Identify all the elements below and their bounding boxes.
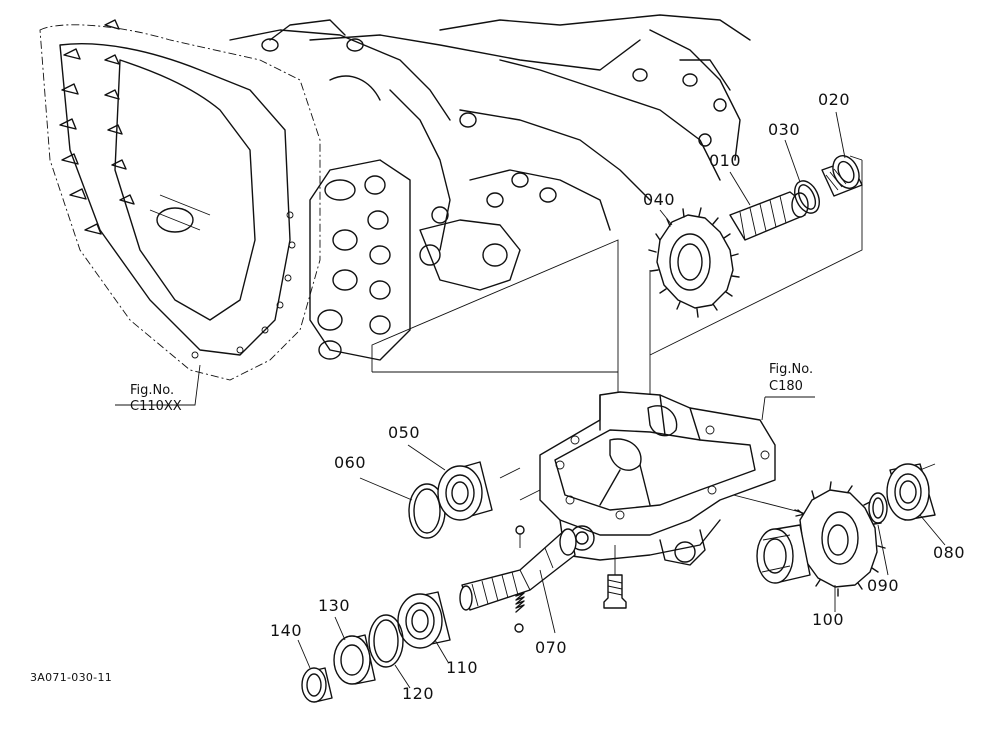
gearbox-case bbox=[539, 391, 776, 566]
part-label-070: 070 bbox=[535, 638, 568, 657]
figure-ref-c180-line2: C180 bbox=[769, 379, 803, 394]
part-130-bearing bbox=[333, 634, 376, 685]
part-140-seal bbox=[301, 667, 333, 703]
part-100-gear-assembly bbox=[756, 481, 886, 597]
figure-ref-c180-line1: Fig.No. bbox=[769, 362, 814, 377]
part-label-120: 120 bbox=[402, 684, 435, 703]
part-label-060: 060 bbox=[334, 453, 367, 472]
part-label-020: 020 bbox=[818, 90, 851, 109]
figure-ref-c110xx-line2: C110XX bbox=[130, 399, 182, 414]
part-090-snap-ring bbox=[868, 492, 888, 524]
part-080-bearing bbox=[886, 463, 936, 521]
part-label-110: 110 bbox=[446, 658, 479, 677]
figure-ref-c180[interactable]: Fig.No. C180 bbox=[769, 363, 813, 393]
leader-lines bbox=[115, 111, 946, 689]
assembly-guide-lines bbox=[371, 155, 936, 575]
part-label-140: 140 bbox=[270, 621, 303, 640]
transmission-housing bbox=[39, 14, 751, 381]
part-050-bearing bbox=[437, 461, 493, 521]
part-110-bearing bbox=[397, 591, 451, 649]
part-label-010: 010 bbox=[709, 151, 742, 170]
part-120-snap-ring bbox=[368, 614, 404, 668]
drawing-code: 3A071-030-11 bbox=[30, 671, 113, 684]
part-010-shaft bbox=[729, 191, 809, 241]
part-label-130: 130 bbox=[318, 596, 351, 615]
drain-plug bbox=[603, 574, 627, 609]
part-040-gear bbox=[648, 207, 740, 318]
figure-ref-c110xx[interactable]: Fig.No. C110XX bbox=[130, 384, 182, 413]
part-label-050: 050 bbox=[388, 423, 421, 442]
part-label-090: 090 bbox=[867, 576, 900, 595]
part-020-bearing bbox=[821, 155, 863, 197]
part-label-030: 030 bbox=[768, 120, 801, 139]
part-label-080: 080 bbox=[933, 543, 966, 562]
part-label-100: 100 bbox=[812, 610, 845, 629]
part-070-shaft bbox=[459, 525, 577, 633]
part-label-040: 040 bbox=[643, 190, 676, 209]
figure-ref-c110xx-line1: Fig.No. bbox=[130, 383, 175, 398]
